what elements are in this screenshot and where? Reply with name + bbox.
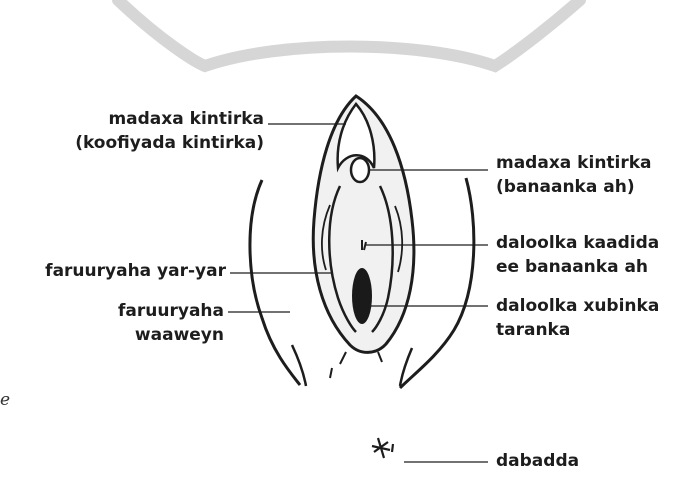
labia-majora-left-outline — [250, 180, 300, 385]
clitoral-glans — [351, 158, 369, 182]
vaginal-opening — [352, 268, 372, 324]
label-clitoral-hood-line2: (koofiyada kintirka) — [36, 131, 264, 155]
label-urethra-line2: ee banaanka ah — [496, 255, 691, 279]
label-vaginal-line2: taranka — [496, 318, 686, 342]
label-glans-line1: madaxa kintirka — [496, 151, 686, 175]
label-glans: madaxa kintirka (banaanka ah) — [496, 151, 686, 199]
label-urethra: daloolka kaadida ee banaanka ah — [496, 231, 691, 279]
label-vaginal: daloolka xubinka taranka — [496, 294, 686, 342]
label-anus: dabadda — [496, 449, 646, 473]
label-labia-majora-line1: faruuryaha — [80, 299, 224, 323]
label-labia-majora-line2: waaweyn — [80, 323, 224, 347]
label-urethra-line1: daloolka kaadida — [496, 231, 691, 255]
edge-text: e — [0, 390, 10, 410]
label-labia-majora: faruuryaha waaweyn — [80, 299, 224, 347]
label-glans-line2: (banaanka ah) — [496, 175, 686, 199]
label-clitoral-hood-line1: madaxa kintirka — [36, 107, 264, 131]
label-labia-minora-text: faruuryaha yar-yar — [4, 259, 226, 283]
label-vaginal-line1: daloolka xubinka — [496, 294, 686, 318]
label-clitoral-hood: madaxa kintirka (koofiyada kintirka) — [36, 107, 264, 155]
label-anus-text: dabadda — [496, 449, 646, 473]
anus-mark — [372, 438, 393, 458]
abdomen-contour-band — [118, 0, 580, 66]
perineum-strokes — [330, 352, 382, 378]
label-labia-minora: faruuryaha yar-yar — [4, 259, 226, 283]
